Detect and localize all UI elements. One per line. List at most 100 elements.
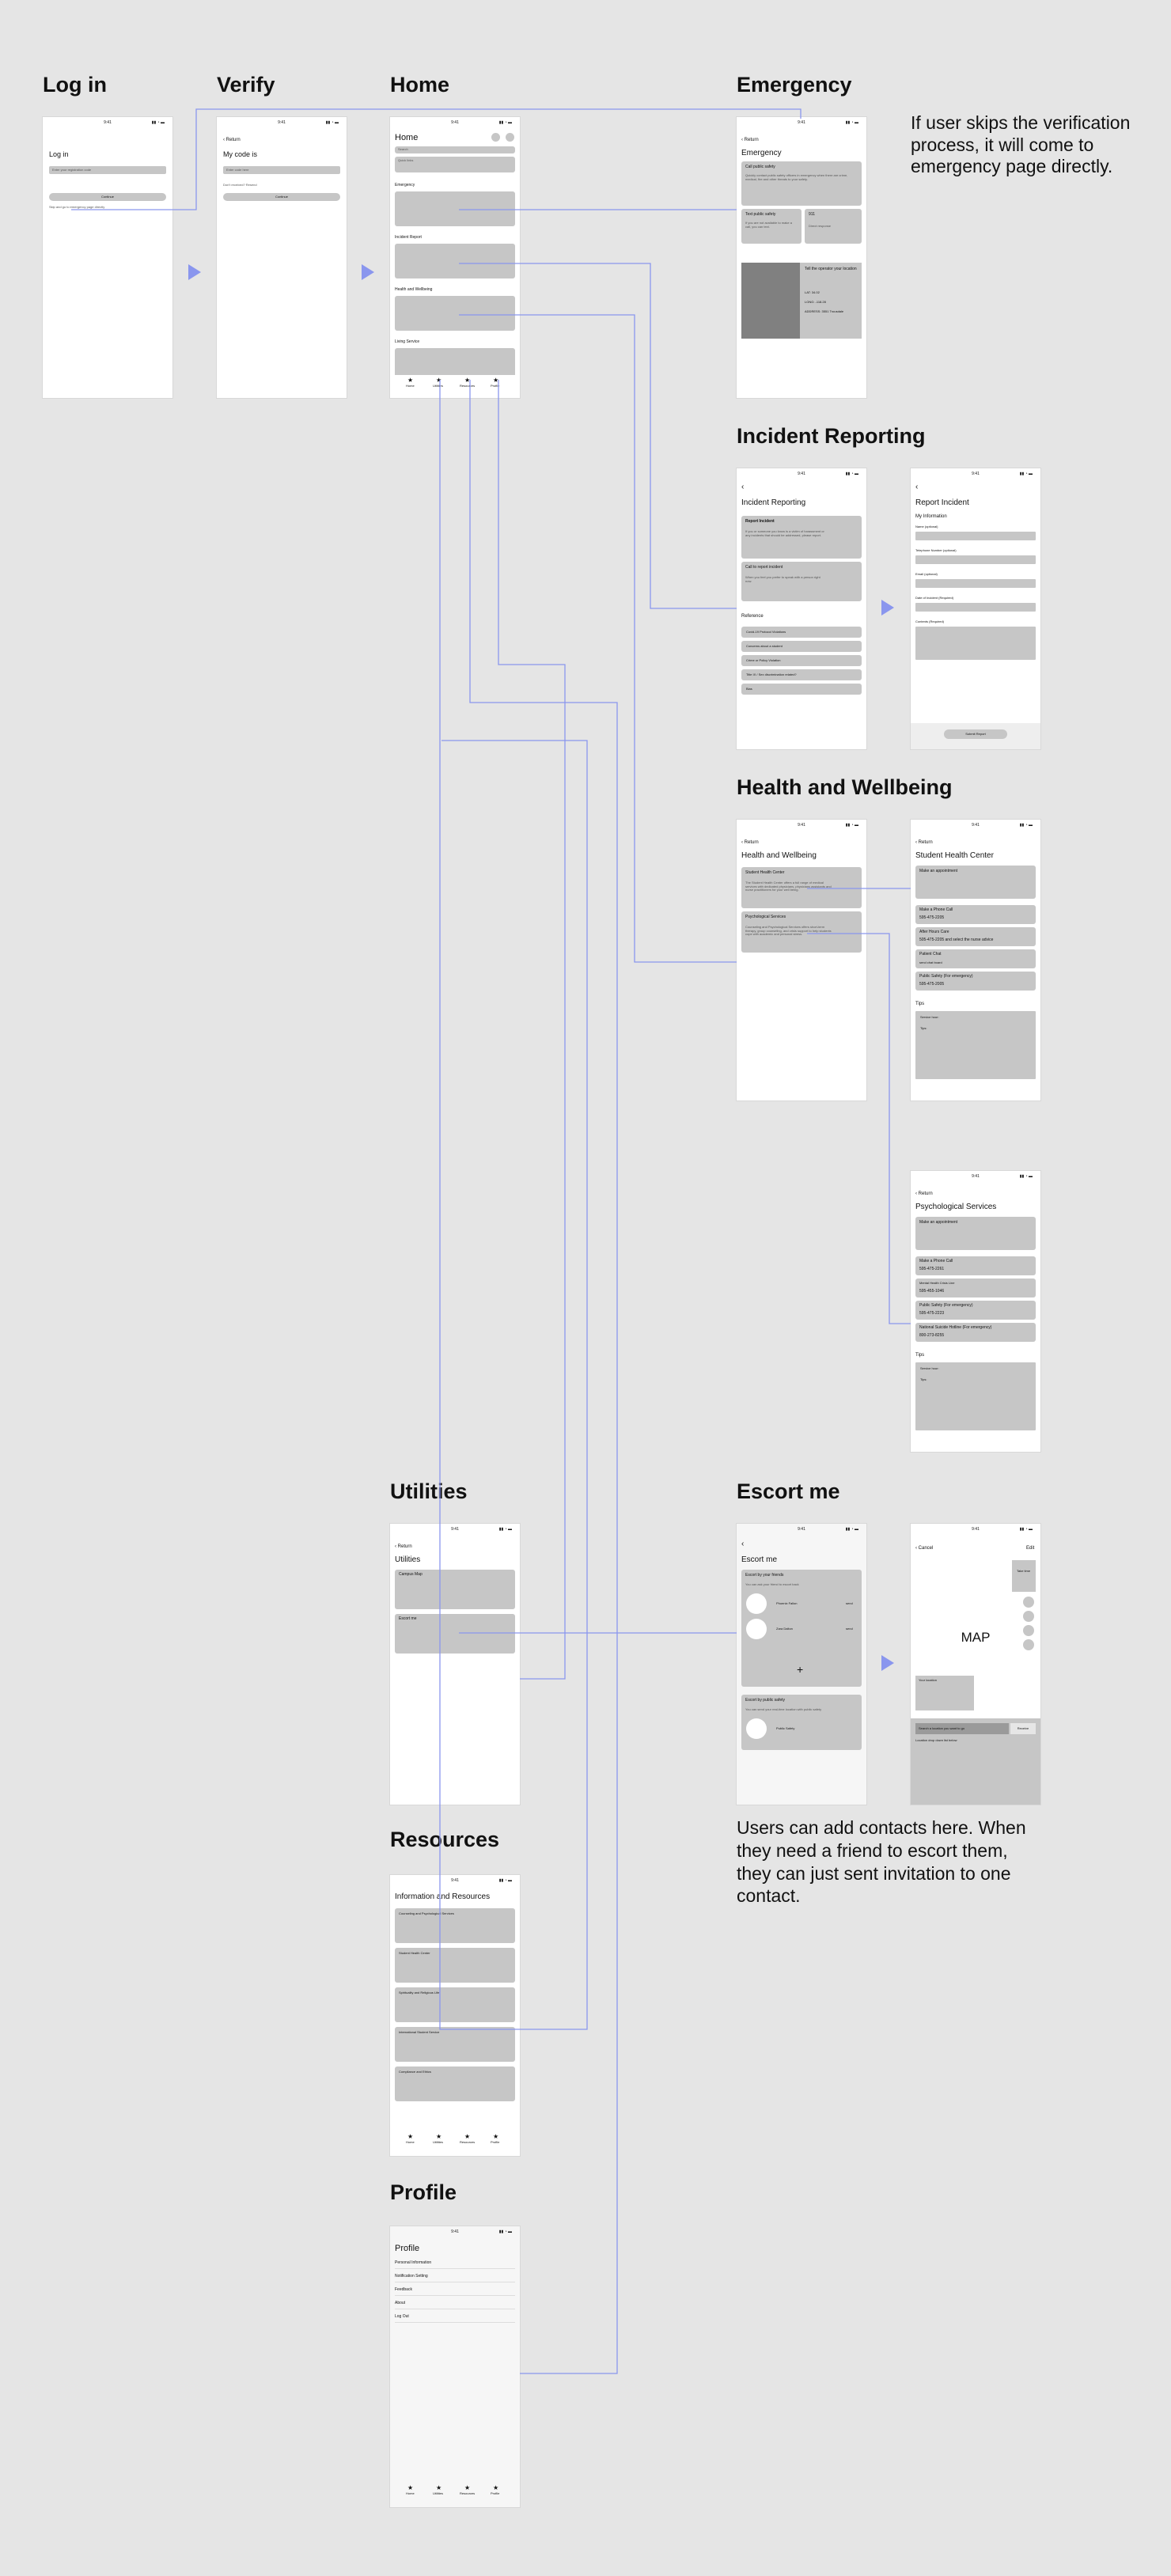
shc-public-safety[interactable]: Public Safety (For emergency) 595-475-200… <box>915 972 1036 991</box>
profile-personal-information[interactable]: Personal Information <box>395 2260 432 2265</box>
home-search-input[interactable]: Search <box>395 146 515 153</box>
map-placeholder[interactable]: MAP <box>961 1630 991 1645</box>
ref-covid[interactable]: Covid-19 Protocol Violations <box>741 627 862 638</box>
resource-compliance[interactable]: Compliance and Ethics <box>395 2066 515 2101</box>
divider <box>395 2295 515 2296</box>
chevron-left-icon[interactable]: ‹ <box>741 1540 745 1548</box>
verify-continue-button[interactable]: Continue <box>223 193 340 201</box>
field-name-input[interactable] <box>915 532 1036 540</box>
divider <box>395 2322 515 2323</box>
receive-button[interactable]: Receive <box>1010 1723 1036 1734</box>
ref-student-concern[interactable]: Concerns about a student <box>741 641 862 652</box>
report-incident-card[interactable]: Report Incident If you or someone you kn… <box>741 516 862 559</box>
map-control-icon[interactable] <box>1023 1639 1034 1650</box>
escort-me-card[interactable]: Escort me <box>395 1614 515 1654</box>
return-button[interactable]: ‹ Return <box>915 1191 933 1197</box>
campus-map-card[interactable]: Campus Map <box>395 1570 515 1609</box>
settings-icon[interactable] <box>491 133 500 142</box>
profile-about[interactable]: About <box>395 2301 406 2305</box>
cancel-button[interactable]: ‹ Cancel <box>915 1546 933 1551</box>
call-report-card[interactable]: Call to report incident When you feel yo… <box>741 562 862 601</box>
return-button[interactable]: ‹ Return <box>223 138 241 143</box>
nav-home-icon[interactable]: ★ <box>407 2484 414 2491</box>
profile-log-out[interactable]: Log Out <box>395 2314 409 2319</box>
nav-utilities-icon[interactable]: ★ <box>436 2133 442 2140</box>
card-psychological-services[interactable]: Psychological Services Counseling and Ps… <box>741 911 862 953</box>
nav-profile-icon[interactable]: ★ <box>493 377 499 384</box>
psy-suicide-hotline[interactable]: National Suicide Hotline (For emergency)… <box>915 1323 1036 1342</box>
resource-international[interactable]: International Student Service <box>395 2027 515 2062</box>
nav-profile-icon[interactable]: ★ <box>493 2133 499 2140</box>
ref-title-ix[interactable]: Title IX / Sex discrimination related? <box>741 669 862 680</box>
take-time-label: Take time <box>1017 1569 1031 1573</box>
shc-appointment-card[interactable]: Make an appointment <box>915 866 1036 899</box>
destination-search-input[interactable]: Search a location you want to go <box>915 1723 1009 1734</box>
card-student-health-center[interactable]: Student Health Center The Student Health… <box>741 867 862 908</box>
ref-covid-label: Covid-19 Protocol Violations <box>746 630 786 634</box>
shc-ps-title: Public Safety (For emergency) <box>919 974 973 979</box>
shc-ps-value: 595-475-2005 <box>919 982 945 987</box>
return-button[interactable]: ‹ Return <box>915 840 933 846</box>
psy-public-safety[interactable]: Public Safety (For emergency)595-475-222… <box>915 1301 1036 1320</box>
contact-send-button[interactable]: send <box>846 1601 853 1605</box>
nav-resources-icon[interactable]: ★ <box>464 2484 471 2491</box>
profile-feedback[interactable]: Feedback <box>395 2287 412 2292</box>
login-continue-button[interactable]: Continue <box>49 193 166 201</box>
nav-utilities-icon[interactable]: ★ <box>436 377 442 384</box>
public-safety-name[interactable]: Public Safety <box>776 1726 795 1730</box>
skip-to-emergency-link[interactable]: Skip and go to emergency page directly <box>49 205 105 209</box>
tell-location-card[interactable]: Tell the operator your location LAT: 34.… <box>800 263 862 339</box>
text-public-safety-card[interactable]: Text public safety If you are not availa… <box>741 209 802 244</box>
field-phone-input[interactable] <box>915 555 1036 564</box>
resource-health-center[interactable]: Student Health Center <box>395 1948 515 1983</box>
verification-code-placeholder: Enter code here <box>226 168 249 172</box>
nav-home-icon[interactable]: ★ <box>407 2133 414 2140</box>
map-control-icon[interactable] <box>1023 1625 1034 1636</box>
home-health-card[interactable] <box>395 296 515 331</box>
verification-code-input[interactable]: Enter code here <box>223 166 340 174</box>
psy-appointment-card[interactable]: Make an appointment <box>915 1217 1036 1250</box>
submit-report-button[interactable]: Submit Report <box>944 729 1007 739</box>
ref-crime[interactable]: Crime or Policy Violation <box>741 655 862 666</box>
home-incident-card[interactable] <box>395 244 515 278</box>
field-date-input[interactable] <box>915 603 1036 612</box>
call-public-safety-card[interactable]: Call public safety Quickly contact publi… <box>741 161 862 206</box>
field-email-input[interactable] <box>915 579 1036 588</box>
resend-link[interactable]: Don't received? Resend <box>223 183 257 187</box>
edit-button[interactable]: Edit <box>1026 1546 1035 1551</box>
return-button[interactable]: ‹ Return <box>395 1544 412 1550</box>
ref-bias[interactable]: Bias <box>741 684 862 695</box>
add-contact-icon[interactable]: + <box>797 1663 804 1676</box>
resource-counseling[interactable]: Counseling and Psychological Services <box>395 1908 515 1943</box>
nav-resources-icon[interactable]: ★ <box>464 377 471 384</box>
chevron-left-icon: ‹ <box>915 1546 917 1551</box>
avatar[interactable] <box>506 133 514 142</box>
profile-notification-setting[interactable]: Notification Setting <box>395 2274 428 2279</box>
shc-service-hour: Service hour: <box>920 1015 939 1019</box>
resource-spirituality[interactable]: Spirituality and Religious Life <box>395 1987 515 2022</box>
quick-links-card[interactable]: Quick links <box>395 157 515 172</box>
nav-home-icon[interactable]: ★ <box>407 377 414 384</box>
nav-utilities-icon[interactable]: ★ <box>436 2484 442 2491</box>
chevron-left-icon[interactable]: ‹ <box>741 483 745 491</box>
call-911-card[interactable]: 911 Direct response <box>805 209 862 244</box>
field-contents-input[interactable] <box>915 627 1036 660</box>
escort-ps-title: Escort by public safety <box>745 1698 786 1703</box>
return-button[interactable]: ‹ Return <box>741 840 759 846</box>
map-control-icon[interactable] <box>1023 1611 1034 1622</box>
chevron-left-icon[interactable]: ‹ <box>915 483 919 491</box>
return-button[interactable]: ‹ Return <box>741 138 759 143</box>
nav-profile-icon[interactable]: ★ <box>493 2484 499 2491</box>
screen-map: 9:41▮▮ ◔ ▬ ‹ Cancel Edit Take time MAP Y… <box>911 1524 1040 1805</box>
map-control-icon[interactable] <box>1023 1597 1034 1608</box>
registration-code-input[interactable]: Enter your registration code <box>49 166 166 174</box>
nav-resources-icon[interactable]: ★ <box>464 2133 471 2140</box>
home-emergency-card[interactable] <box>395 191 515 226</box>
chevron-left-icon: ‹ <box>915 840 917 845</box>
contact-send-button[interactable]: send <box>846 1627 853 1631</box>
